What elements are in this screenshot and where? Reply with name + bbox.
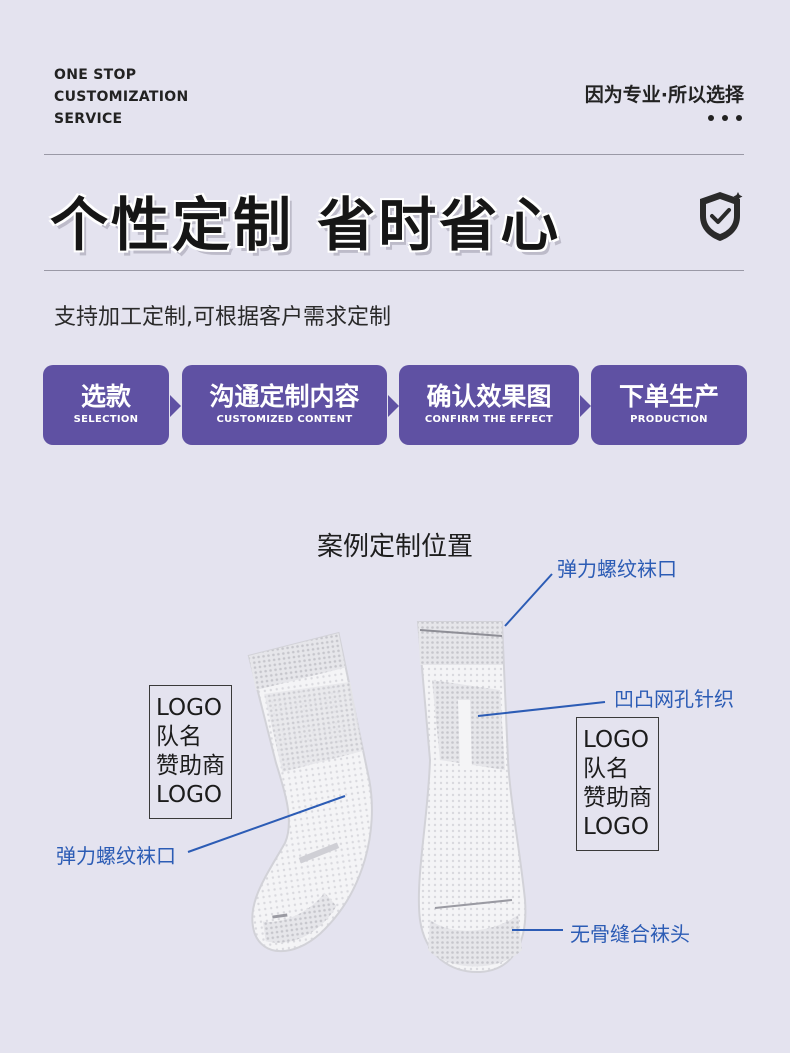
step-subtitle: SELECTION (73, 414, 139, 425)
service-tagline-en: ONE STOP CUSTOMIZATION SERVICE (54, 64, 189, 130)
dots-decoration (708, 115, 742, 121)
callout-mesh: 凹凸网孔针织 (614, 687, 734, 711)
step-selection: 选款 SELECTION (43, 365, 169, 445)
logo-box-left: LOGO 队名 赞助商 LOGO (149, 685, 232, 819)
logo-box-line: LOGO (156, 695, 223, 721)
callout-cuff-right: 弹力螺纹袜口 (557, 557, 677, 581)
en-line: SERVICE (54, 111, 123, 127)
en-line: CUSTOMIZATION (54, 89, 189, 105)
logo-box-line: LOGO (583, 727, 650, 753)
logo-box-line: LOGO (583, 814, 650, 840)
step-production: 下单生产 PRODUCTION (591, 365, 747, 445)
step-arrow-icon (170, 395, 181, 417)
step-arrow-icon (388, 395, 399, 417)
divider-top (44, 154, 744, 155)
shield-check-icon (700, 192, 743, 241)
step-title: 下单生产 (618, 382, 719, 411)
ankle-sock (247, 631, 373, 953)
logo-box-line: 队名 (583, 756, 629, 782)
step-subtitle: CUSTOMIZED CONTENT (216, 414, 353, 425)
logo-box-line: 队名 (156, 724, 202, 750)
step-customized-content: 沟通定制内容 CUSTOMIZED CONTENT (182, 365, 387, 445)
subtitle: 支持加工定制,可根据客户需求定制 (54, 305, 391, 330)
crew-sock (416, 621, 527, 974)
callout-cuff-left: 弹力螺纹袜口 (56, 844, 176, 868)
step-subtitle: CONFIRM THE EFFECT (424, 414, 554, 425)
divider-middle (44, 270, 744, 271)
en-line: ONE STOP (54, 67, 137, 83)
step-title: 确认效果图 (426, 382, 552, 411)
case-title: 案例定制位置 (316, 532, 473, 562)
page-headline: 个性定制 省时省心 (50, 191, 562, 259)
logo-box-line: 赞助商 (583, 785, 652, 811)
step-title: 沟通定制内容 (209, 382, 360, 411)
logo-box-line: LOGO (156, 782, 223, 808)
step-title: 选款 (80, 382, 131, 411)
logo-box-right: LOGO 队名 赞助商 LOGO (576, 717, 659, 851)
step-subtitle: PRODUCTION (630, 414, 708, 425)
step-arrow-icon (580, 395, 591, 417)
callout-toe: 无骨缝合袜头 (570, 922, 690, 946)
brand-tagline: 因为专业·所以选择 (584, 84, 744, 106)
step-confirm-effect: 确认效果图 CONFIRM THE EFFECT (399, 365, 579, 445)
logo-box-line: 赞助商 (156, 753, 225, 779)
